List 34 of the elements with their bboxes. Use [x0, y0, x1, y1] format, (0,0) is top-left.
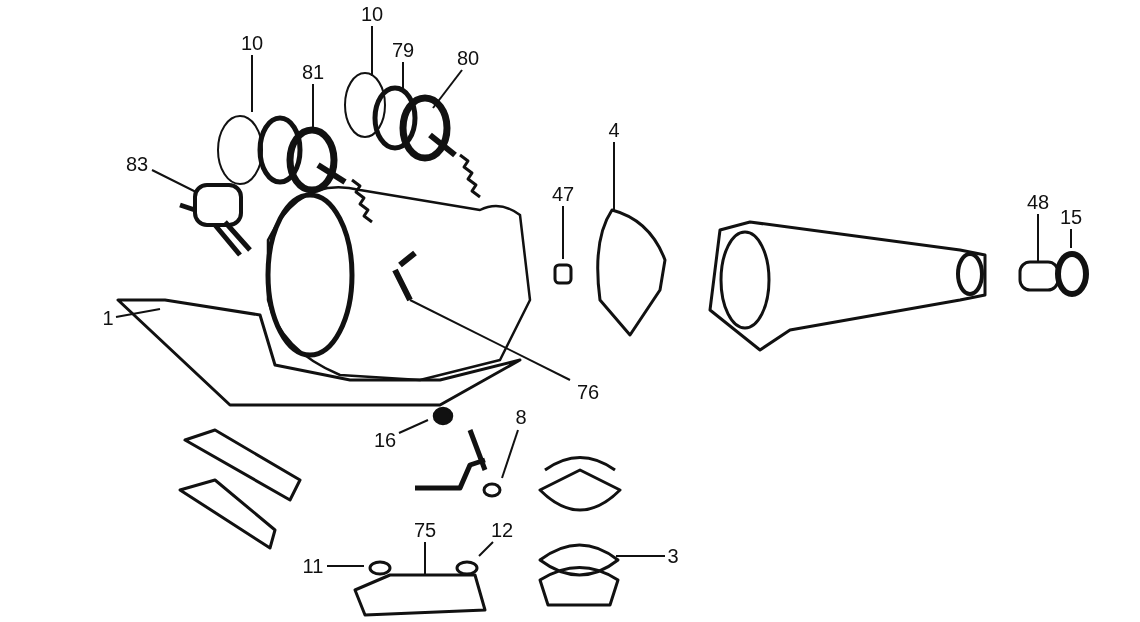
leader-line — [432, 69, 463, 109]
callout-number: 10 — [240, 33, 264, 53]
callout-number: 12 — [490, 520, 514, 540]
leader-line — [1037, 213, 1039, 263]
callout-number: 75 — [413, 520, 437, 540]
callout-number: 3 — [667, 546, 679, 566]
callout-number: 15 — [1059, 207, 1083, 227]
leader-line — [251, 54, 253, 113]
callout-number: 79 — [391, 40, 415, 60]
leader-line — [478, 541, 494, 557]
callout-number: 48 — [1026, 192, 1050, 212]
leader-line — [615, 555, 666, 557]
callout-number: 11 — [302, 556, 324, 576]
callout-number: 80 — [456, 48, 480, 68]
leader-line — [613, 141, 615, 211]
leader-line — [409, 299, 571, 381]
leader-line — [501, 429, 519, 479]
callout-number: 10 — [360, 4, 384, 24]
leader-line — [402, 61, 404, 91]
callout-number: 81 — [301, 62, 325, 82]
callout-number: 16 — [373, 430, 397, 450]
leader-line — [1070, 228, 1072, 249]
leader-line — [562, 205, 564, 260]
leader-line — [326, 565, 365, 567]
leader-line — [398, 419, 429, 434]
callout-number: 8 — [515, 407, 527, 427]
callout-number: 1 — [102, 308, 114, 328]
callout-number: 4 — [608, 120, 620, 140]
callout-number: 76 — [576, 382, 600, 402]
callout-number: 47 — [551, 184, 575, 204]
leader-line — [424, 541, 426, 576]
callout-number: 83 — [125, 154, 149, 174]
leader-line — [151, 169, 197, 193]
leader-line — [371, 25, 373, 77]
